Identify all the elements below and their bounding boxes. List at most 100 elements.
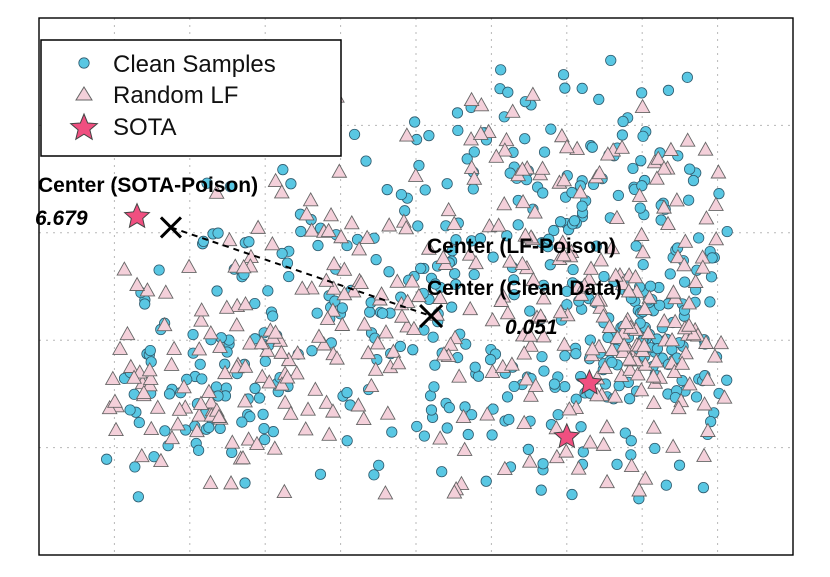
random-lf-point — [607, 388, 624, 403]
clean-sample-point — [662, 84, 675, 96]
random-lf-point — [614, 139, 631, 154]
random-lf-point — [488, 148, 505, 163]
clean-sample-point — [259, 433, 271, 446]
clean-sample-point — [193, 444, 205, 456]
clean-sample-point — [446, 301, 458, 313]
clean-sample-point — [452, 124, 464, 137]
random-lf-point — [514, 255, 531, 271]
random-lf-point — [604, 239, 621, 255]
random-lf-point — [677, 345, 694, 360]
random-lf-point — [404, 273, 421, 288]
random-lf-point — [620, 283, 637, 298]
clean-sample-point — [570, 348, 582, 360]
clean-sample-point — [370, 254, 382, 266]
random-lf-point — [259, 342, 276, 357]
clean-sample-point — [253, 392, 266, 404]
random-lf-point — [645, 419, 662, 434]
random-lf-point — [699, 422, 716, 437]
random-lf-point — [496, 142, 513, 157]
clean-sample-point — [139, 298, 151, 310]
random-lf-point — [378, 324, 394, 339]
clean-sample-point — [561, 299, 573, 311]
clean-sample-point — [348, 128, 361, 141]
clean-sample-point — [399, 205, 411, 217]
random-lf-point — [681, 295, 698, 310]
clean-sample-point — [660, 479, 672, 491]
random-lf-point — [192, 395, 209, 410]
random-lf-point — [223, 475, 240, 490]
clean-sample-point — [427, 331, 439, 343]
random-lf-point — [716, 389, 733, 404]
clean-sample-point — [236, 416, 248, 428]
clean-sample-point — [461, 153, 473, 165]
clean-sample-point — [462, 428, 474, 441]
random-lf-point — [668, 192, 685, 207]
clean-sample-point — [664, 268, 676, 280]
clean-sample-point — [436, 466, 448, 478]
random-lf-point — [237, 393, 253, 408]
center-sota-poison-marker-stroke-2 — [159, 216, 183, 239]
clean-sample-point — [259, 355, 271, 367]
random-lf-point — [108, 421, 124, 436]
clean-sample-point — [538, 365, 550, 377]
random-lf-point — [490, 217, 507, 232]
random-lf-point — [660, 215, 676, 231]
overlay-layer — [159, 216, 444, 329]
clean-sample-point — [214, 422, 226, 434]
sota-point-1 — [123, 202, 151, 229]
clean-sample-point — [394, 340, 406, 352]
clean-sample-point — [373, 459, 385, 471]
clean-sample-point — [487, 251, 499, 263]
random-lf-point — [636, 300, 653, 315]
random-lf-point — [333, 228, 350, 244]
clean-sample-point — [407, 344, 419, 356]
random-lf-point — [616, 337, 633, 352]
clean-sample-point — [537, 458, 549, 470]
random-lf-point — [623, 457, 640, 473]
clean-sample-point — [244, 411, 256, 423]
random-lf-point — [250, 219, 267, 234]
clean-sample-point — [446, 245, 458, 257]
clean-sample-point — [612, 189, 624, 202]
clean-sample-point — [537, 187, 549, 199]
random-lf-point — [674, 355, 691, 370]
random-lf-point — [706, 348, 723, 363]
sota-point-2 — [575, 368, 603, 395]
clean-sample-point — [625, 435, 637, 447]
random-lf-point — [582, 434, 599, 449]
random-lf-point — [681, 376, 698, 391]
clean-sample-point — [637, 130, 649, 142]
random-lf-point — [345, 283, 362, 298]
random-lf-point — [318, 394, 335, 409]
clean-sample-point — [576, 200, 588, 212]
random-lf-point — [367, 361, 384, 376]
clean-sample-point — [552, 409, 564, 421]
clean-sample-point — [535, 484, 547, 496]
clean-sample-point — [508, 380, 520, 393]
random-lf-point — [502, 253, 518, 268]
random-lf-point — [640, 324, 657, 340]
clean-sample-point — [705, 271, 718, 283]
clean-sample-point — [153, 264, 165, 276]
random-lf-point — [561, 401, 578, 416]
clean-sample-point — [635, 155, 647, 167]
random-lf-point — [112, 340, 129, 355]
random-lf-point — [200, 383, 217, 398]
clean-sample-point — [341, 435, 353, 447]
random-lf-point — [634, 244, 651, 259]
random-lf-point — [645, 394, 662, 410]
random-lf-point — [446, 484, 463, 499]
clean-sample-point — [559, 350, 571, 362]
clean-sample-point — [295, 225, 307, 238]
random-lf-point — [535, 290, 552, 305]
random-lf-point — [116, 261, 133, 276]
clean-sample-point — [693, 232, 705, 244]
clean-sample-point — [411, 420, 423, 433]
random-lf-point — [499, 304, 516, 320]
clean-sample-point — [636, 87, 648, 99]
random-lf-point — [228, 317, 245, 332]
clean-sample-point — [312, 239, 324, 252]
center-sota-poison-value: 6.679 — [35, 207, 88, 230]
random-lf-point — [522, 327, 539, 342]
